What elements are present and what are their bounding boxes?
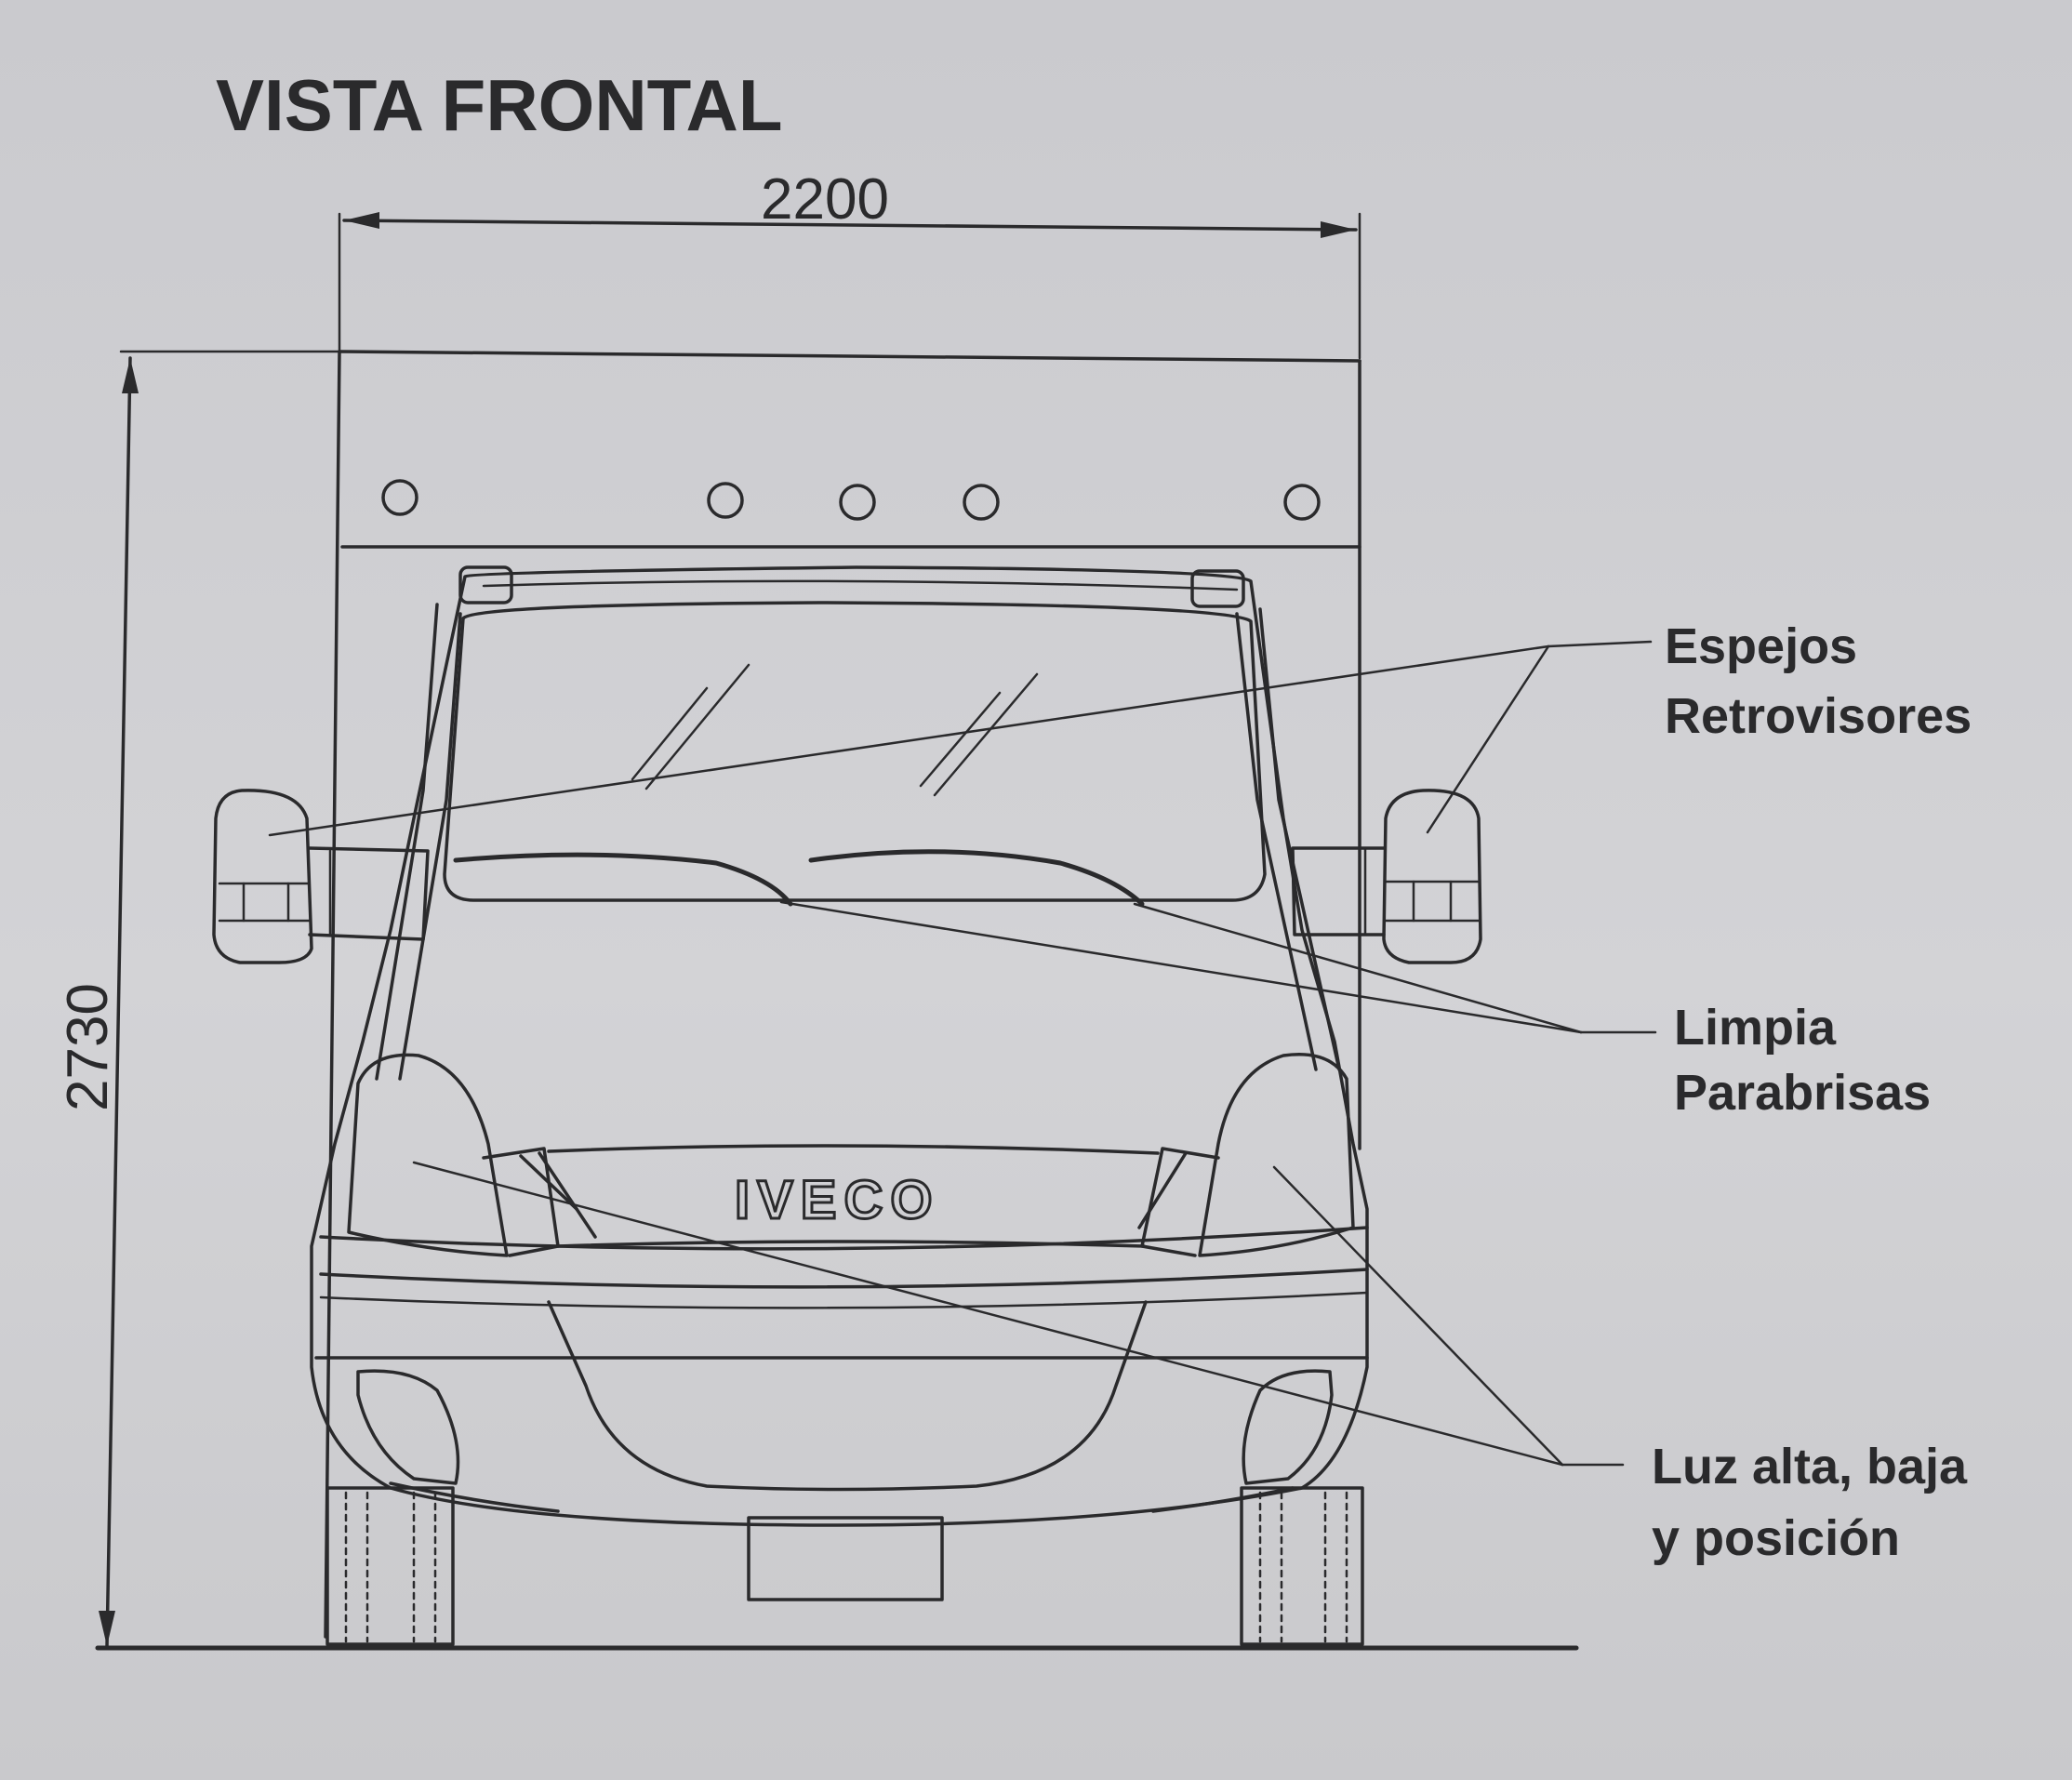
callout-wipers-line-2: Parabrisas bbox=[1674, 1065, 1931, 1121]
left-wheel bbox=[325, 1486, 455, 1646]
marker-light-icon bbox=[707, 482, 744, 519]
mirrors-leader bbox=[268, 640, 1653, 837]
mirrors-callout: Espejos Retrovisores bbox=[1665, 618, 1972, 744]
height-dimension-label: 2730 bbox=[56, 983, 120, 1111]
left-mirror bbox=[212, 789, 430, 964]
wipers-leader bbox=[779, 900, 1657, 1034]
right-wheel bbox=[1240, 1486, 1364, 1646]
width-dimension: 2200 bbox=[338, 167, 1361, 360]
callout-wipers-line-1: Limpia bbox=[1674, 1000, 1837, 1056]
marker-light-icon bbox=[381, 479, 418, 516]
width-dimension-label: 2200 bbox=[761, 167, 889, 232]
marker-light-icon bbox=[1283, 484, 1321, 521]
right-fog-light bbox=[1242, 1369, 1334, 1485]
right-mirror bbox=[1291, 789, 1482, 964]
left-fog-light bbox=[356, 1369, 460, 1485]
right-mirror-mount bbox=[1190, 569, 1245, 608]
cargo-box bbox=[324, 350, 1361, 1639]
left-wiper bbox=[453, 852, 793, 907]
brand-badge: IVECO bbox=[735, 1170, 940, 1230]
left-mirror-mount bbox=[458, 565, 513, 604]
callout-lights-line-1: Luz alta, baja bbox=[1652, 1439, 1968, 1494]
callout-mirrors-line-1: Espejos bbox=[1665, 618, 1857, 674]
callout-lights-line-2: y posición bbox=[1652, 1510, 1900, 1566]
windshield bbox=[443, 601, 1267, 902]
lights-callout: Luz alta, baja y posición bbox=[1652, 1439, 1968, 1566]
marker-light-icon bbox=[839, 484, 876, 521]
left-headlight bbox=[347, 1053, 509, 1257]
grille bbox=[319, 1144, 1369, 1309]
wipers-callout: Limpia Parabrisas bbox=[1674, 1000, 1931, 1121]
front-bumper bbox=[314, 1300, 1369, 1513]
license-plate bbox=[747, 1516, 944, 1601]
right-wiper bbox=[808, 849, 1145, 907]
drawing-title: VISTA FRONTAL bbox=[216, 64, 783, 146]
marker-light-icon bbox=[963, 484, 1000, 521]
lights-leader bbox=[412, 1161, 1625, 1467]
height-dimension: 2730 bbox=[56, 350, 341, 1648]
cab bbox=[310, 565, 1369, 1527]
glass-reflection bbox=[631, 663, 1039, 797]
right-headlight bbox=[1198, 1053, 1355, 1257]
callout-mirrors-line-2: Retrovisores bbox=[1665, 688, 1972, 744]
